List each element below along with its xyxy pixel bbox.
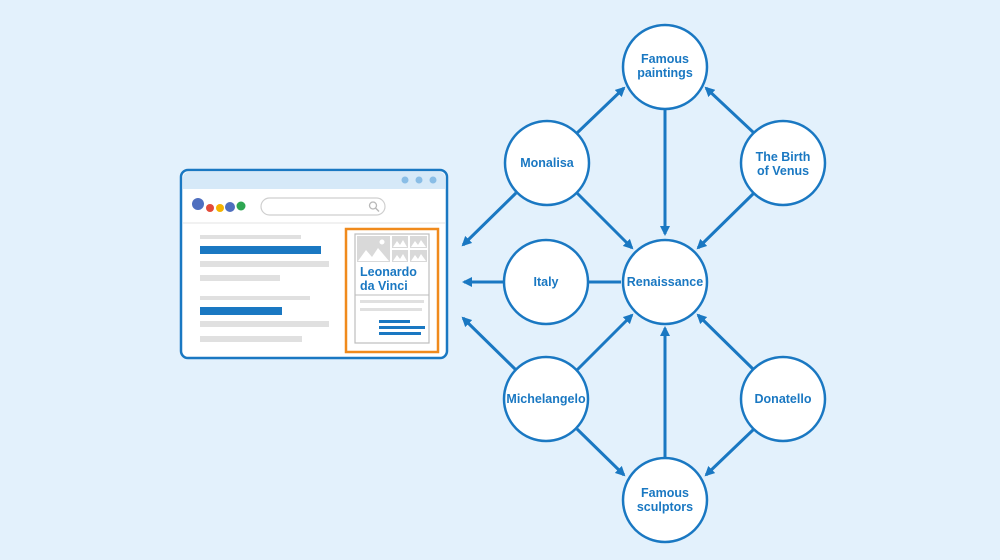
- card-text-line: [360, 308, 422, 311]
- graph-nodes: Famous paintings Monalisa The Birth of V…: [502, 23, 827, 544]
- window-dot-icon[interactable]: [401, 176, 409, 184]
- node-label: Famous: [641, 486, 689, 500]
- result-snippet-line: [200, 321, 329, 327]
- node-label: Renaissance: [627, 275, 703, 289]
- result-title-bar[interactable]: [200, 246, 321, 254]
- logo-dot: [192, 198, 204, 210]
- node-michelangelo[interactable]: Michelangelo: [502, 355, 590, 443]
- edge-arrow: [704, 86, 756, 135]
- node-label: Famous: [641, 52, 689, 66]
- result-meta-line: [200, 296, 310, 300]
- search-icon[interactable]: [368, 201, 380, 212]
- edge-arrow: [575, 86, 626, 135]
- node-donatello[interactable]: Donatello: [739, 355, 827, 443]
- node-label: paintings: [637, 66, 693, 80]
- window-dot-icon[interactable]: [429, 176, 437, 184]
- mountain-icon: [411, 240, 426, 247]
- search-input[interactable]: [260, 197, 386, 216]
- logo-dot: [216, 204, 224, 212]
- card-link-line[interactable]: [379, 332, 421, 335]
- result-snippet-line: [200, 261, 329, 267]
- search-engine-logo: [192, 198, 246, 212]
- node-label: Michelangelo: [506, 392, 586, 406]
- node-label: Monalisa: [520, 156, 575, 170]
- card-text-line: [360, 300, 424, 303]
- node-label: Italy: [533, 275, 558, 289]
- node-birth-of-venus[interactable]: The Birth of Venus: [739, 119, 827, 207]
- node-label: The Birth: [756, 150, 811, 164]
- browser-title-bar: [183, 172, 445, 189]
- window-dot-icon[interactable]: [415, 176, 423, 184]
- search-result[interactable]: [200, 296, 329, 342]
- edge-arrow: [461, 191, 518, 247]
- card-link-line[interactable]: [379, 326, 425, 329]
- node-label: Donatello: [755, 392, 812, 406]
- node-label: of Venus: [757, 164, 809, 178]
- graph-edges: [461, 86, 756, 477]
- mountain-icon: [411, 254, 426, 261]
- edge-arrow: [575, 427, 626, 477]
- knowledge-card-title-line2: da Vinci: [360, 279, 408, 293]
- browser-window: Leonardo da Vinci: [179, 168, 449, 360]
- node-famous-paintings[interactable]: Famous paintings: [621, 23, 709, 111]
- sun-icon: [379, 239, 385, 245]
- edge-arrow: [704, 427, 756, 477]
- knowledge-panel[interactable]: Leonardo da Vinci: [344, 227, 440, 354]
- knowledge-card-title-line1: Leonardo: [360, 265, 417, 279]
- mountain-icon: [358, 248, 389, 261]
- node-italy[interactable]: Italy: [502, 238, 590, 326]
- result-meta-line: [200, 235, 301, 239]
- edge-arrow: [461, 316, 518, 372]
- mountain-icon: [393, 254, 407, 261]
- mountain-icon: [393, 240, 407, 247]
- result-snippet-line: [200, 275, 280, 281]
- result-snippet-line: [200, 336, 302, 342]
- result-title-bar[interactable]: [200, 307, 282, 315]
- node-famous-sculptors[interactable]: Famous sculptors: [621, 456, 709, 544]
- edge-arrow: [696, 313, 756, 372]
- logo-dot: [206, 204, 214, 212]
- edge-arrow: [575, 191, 634, 250]
- search-result[interactable]: [200, 235, 329, 281]
- card-link-line[interactable]: [379, 320, 410, 323]
- edge-arrow: [575, 313, 634, 372]
- node-label: sculptors: [637, 500, 693, 514]
- node-renaissance[interactable]: Renaissance: [621, 238, 709, 326]
- logo-dot: [225, 202, 235, 212]
- node-monalisa[interactable]: Monalisa: [503, 119, 591, 207]
- logo-dot: [236, 201, 246, 211]
- edge-arrow: [696, 191, 756, 250]
